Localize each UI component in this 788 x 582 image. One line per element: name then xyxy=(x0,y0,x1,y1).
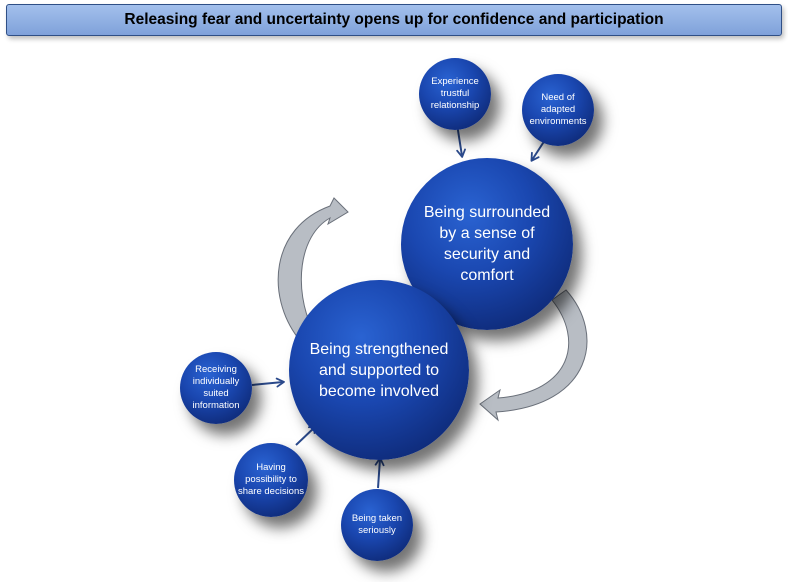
header-banner: Releasing fear and uncertainty opens up … xyxy=(6,4,782,36)
node-security-label: Being surrounded by a sense of security … xyxy=(423,204,551,284)
node-trustful-label: Experience trustful relationship xyxy=(430,76,480,111)
arrow-seriously-to-strengthened xyxy=(374,457,385,489)
arrow-adapted-to-security xyxy=(530,139,546,162)
cycle-arrow-left xyxy=(277,197,349,339)
node-strengthened: Being strengthened and supported to beco… xyxy=(289,280,469,460)
node-information-label: Receiving individually suited informatio… xyxy=(192,364,240,411)
node-seriously: Being taken seriously xyxy=(341,489,413,561)
banner-title: Releasing fear and uncertainty opens up … xyxy=(124,11,664,28)
node-adapted: Need of adapted environments xyxy=(522,74,594,146)
node-strengthened-label: Being strengthened and supported to beco… xyxy=(309,340,449,400)
node-decisions-label: Having possibility to share decisions xyxy=(237,462,304,497)
cycle-arrow-right xyxy=(479,289,588,422)
node-trustful: Experience trustful relationship xyxy=(419,58,491,130)
arrow-information-to-strengthened xyxy=(251,377,285,388)
node-decisions: Having possibility to share decisions xyxy=(234,443,308,517)
node-information: Receiving individually suited informatio… xyxy=(180,352,252,424)
node-adapted-label: Need of adapted environments xyxy=(529,92,587,127)
node-seriously-label: Being taken seriously xyxy=(351,513,403,536)
